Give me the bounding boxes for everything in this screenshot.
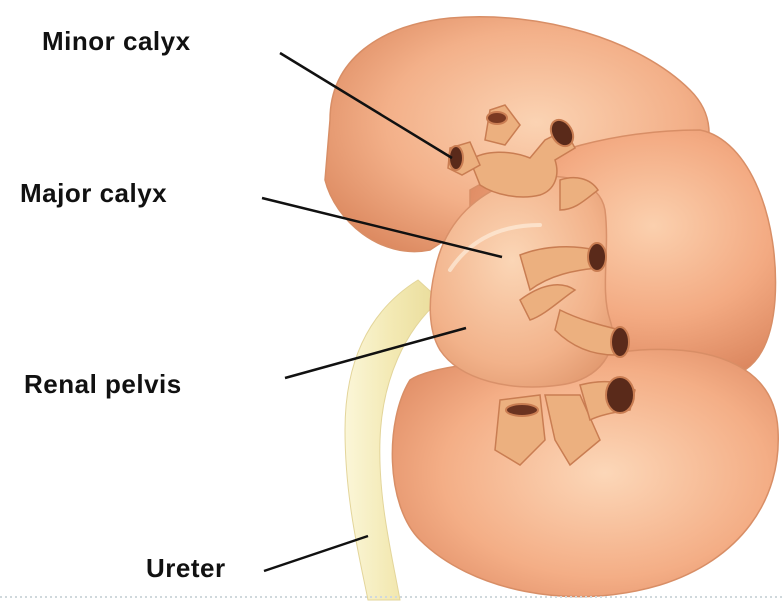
label-ureter: Ureter xyxy=(146,555,226,581)
label-renal-pelvis: Renal pelvis xyxy=(24,371,182,397)
calyx-opening xyxy=(611,327,629,357)
calyx-opening xyxy=(487,112,507,124)
calyx-opening xyxy=(588,243,606,271)
label-minor-calyx: Minor calyx xyxy=(42,28,191,54)
bottom-divider xyxy=(0,596,784,598)
calyx-opening xyxy=(606,377,634,413)
calyx-opening xyxy=(506,404,538,416)
leader-line-ureter xyxy=(264,536,368,571)
label-major-calyx: Major calyx xyxy=(20,180,167,206)
